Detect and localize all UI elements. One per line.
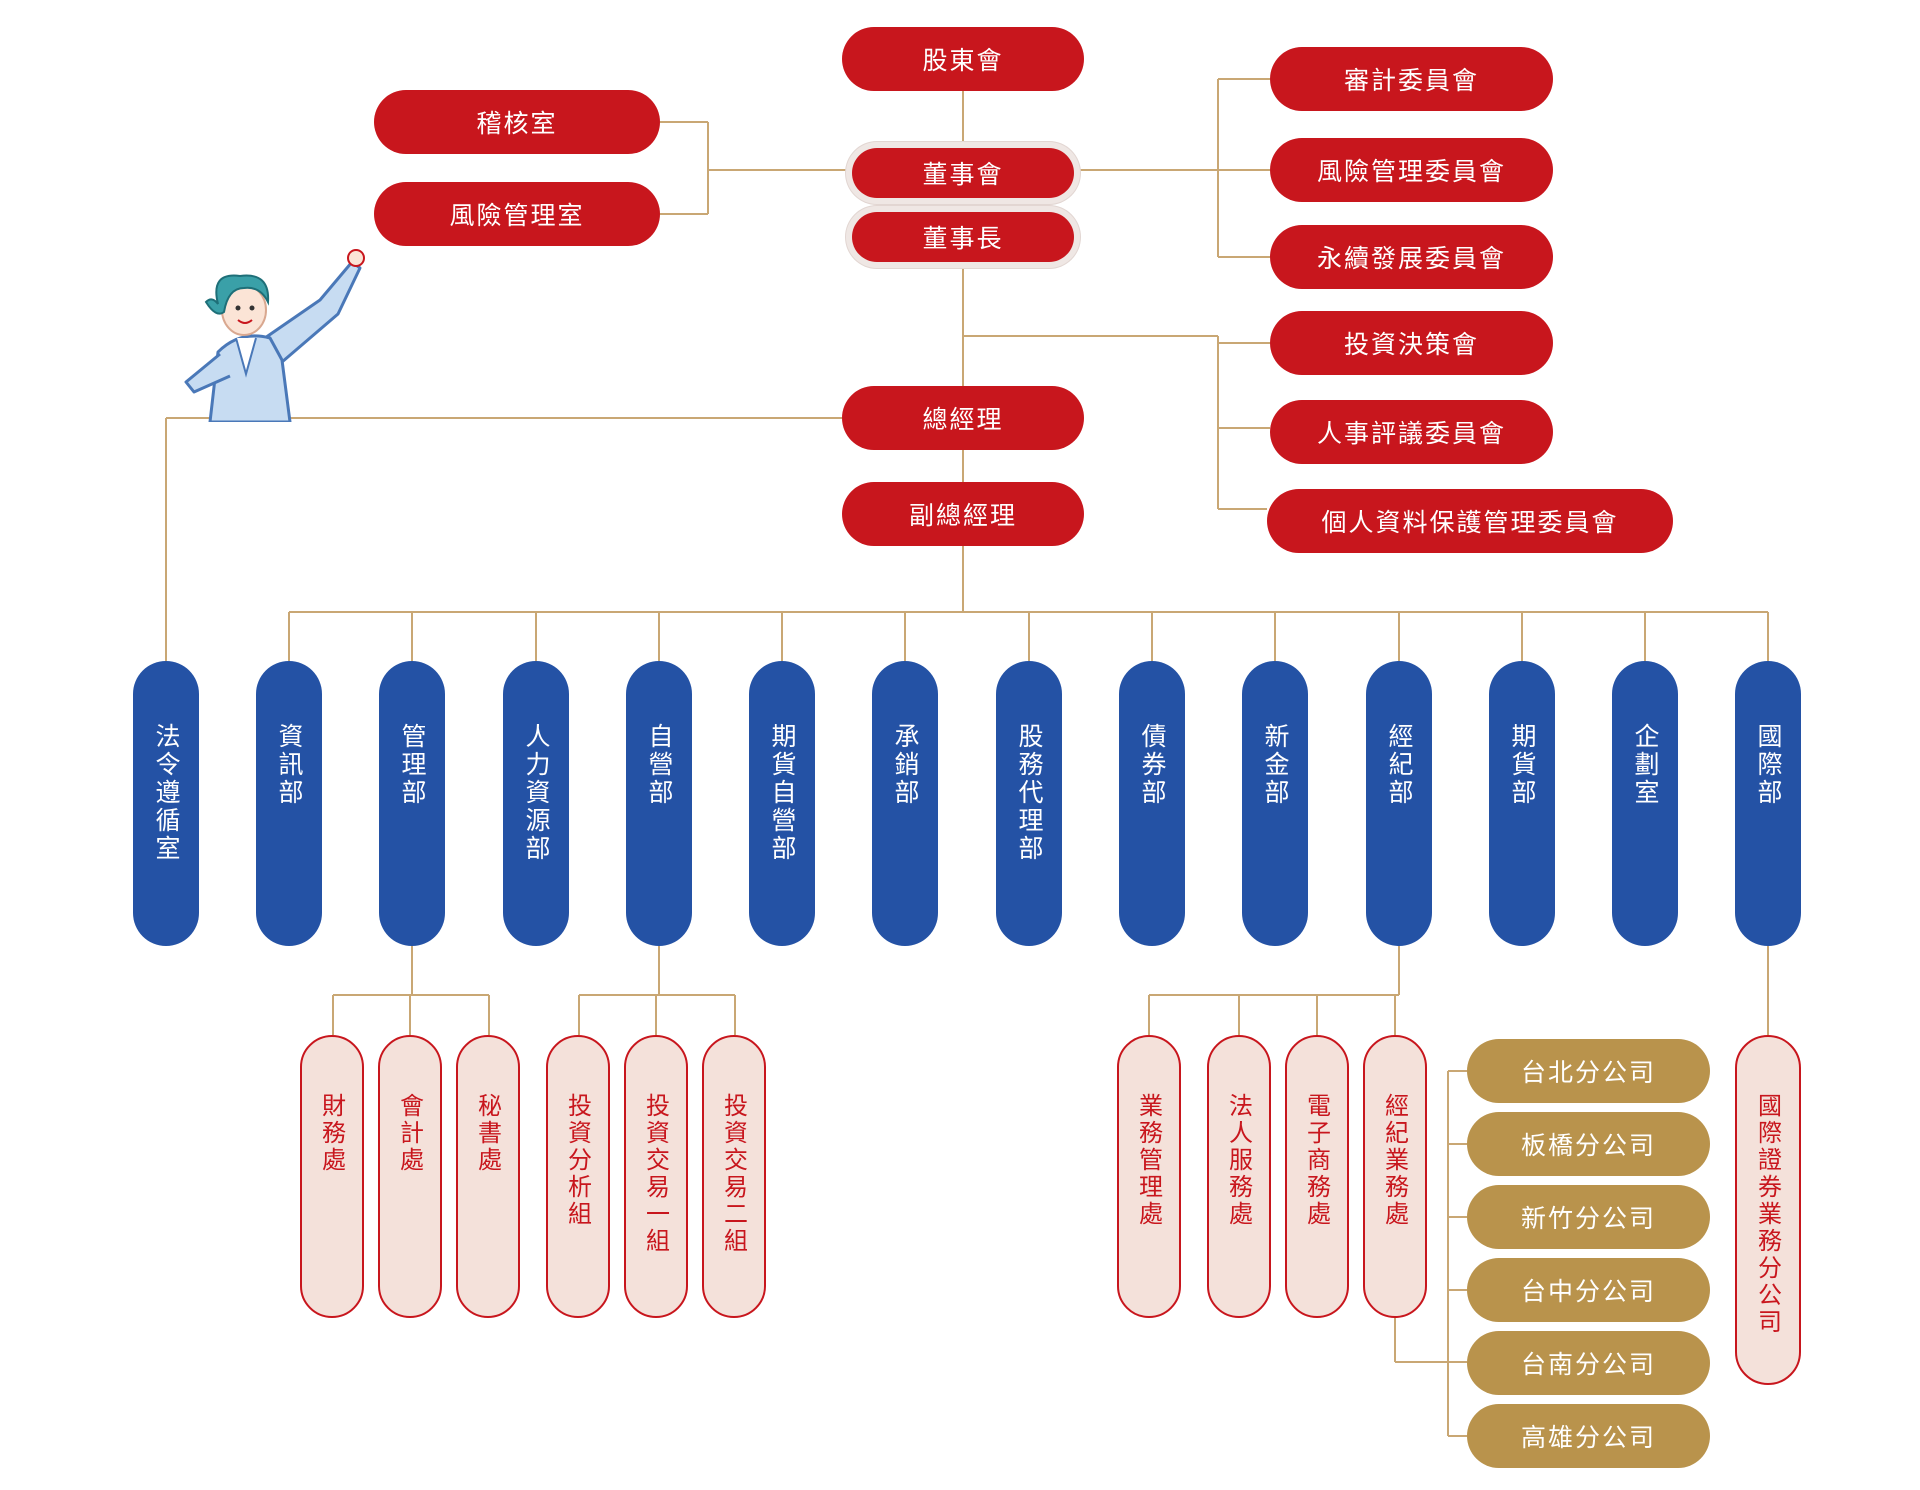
dept-it: 資訊部 <box>256 661 322 946</box>
node-personnel-committee: 人事評議委員會 <box>1270 400 1553 464</box>
node-risk-committee: 風險管理委員會 <box>1270 138 1553 202</box>
dept-planning: 企劃室 <box>1612 661 1678 946</box>
node-vice-president: 副總經理 <box>842 482 1084 546</box>
unit-investment-analysis: 投資分析組 <box>546 1035 610 1318</box>
unit-business-management: 業務管理處 <box>1117 1035 1181 1318</box>
dept-proprietary: 自營部 <box>626 661 692 946</box>
node-investment-committee: 投資決策會 <box>1270 311 1553 375</box>
dept-international: 國際部 <box>1735 661 1801 946</box>
node-president: 總經理 <box>842 386 1084 450</box>
dept-futures: 期貨部 <box>1489 661 1555 946</box>
branch-hsinchu: 新竹分公司 <box>1467 1185 1710 1249</box>
dept-underwriting: 承銷部 <box>872 661 938 946</box>
unit-international-securities-branch: 國際證券業務分公司 <box>1735 1035 1801 1385</box>
node-shareholders: 股東會 <box>842 27 1084 91</box>
dept-brokerage: 經紀部 <box>1366 661 1432 946</box>
dept-futures-proprietary: 期貨自營部 <box>749 661 815 946</box>
branch-taipei: 台北分公司 <box>1467 1039 1710 1103</box>
unit-finance: 財務處 <box>300 1035 364 1318</box>
node-risk-office: 風險管理室 <box>374 182 660 246</box>
node-board: 董事會 <box>852 148 1074 198</box>
branch-kaohsiung: 高雄分公司 <box>1467 1404 1710 1468</box>
node-sustainability-committee: 永續發展委員會 <box>1270 225 1553 289</box>
unit-institutional-services: 法人服務處 <box>1207 1035 1271 1318</box>
dept-management: 管理部 <box>379 661 445 946</box>
mascot-icon <box>184 249 365 422</box>
dept-new-finance: 新金部 <box>1242 661 1308 946</box>
dept-stock-agency: 股務代理部 <box>996 661 1062 946</box>
dept-hr: 人力資源部 <box>503 661 569 946</box>
unit-e-commerce: 電子商務處 <box>1285 1035 1349 1318</box>
unit-accounting: 會計處 <box>378 1035 442 1318</box>
node-audit-office: 稽核室 <box>374 90 660 154</box>
unit-brokerage-business: 經紀業務處 <box>1363 1035 1427 1318</box>
dept-compliance: 法令遵循室 <box>133 661 199 946</box>
unit-secretariat: 秘書處 <box>456 1035 520 1318</box>
branch-banqiao: 板橋分公司 <box>1467 1112 1710 1176</box>
unit-trading-two: 投資交易二組 <box>702 1035 766 1318</box>
branch-tainan: 台南分公司 <box>1467 1331 1710 1395</box>
node-privacy-committee: 個人資料保護管理委員會 <box>1267 489 1673 553</box>
branch-taichung: 台中分公司 <box>1467 1258 1710 1322</box>
node-chairman: 董事長 <box>852 212 1074 262</box>
node-audit-committee: 審計委員會 <box>1270 47 1553 111</box>
dept-bonds: 債券部 <box>1119 661 1185 946</box>
unit-trading-one: 投資交易一組 <box>624 1035 688 1318</box>
